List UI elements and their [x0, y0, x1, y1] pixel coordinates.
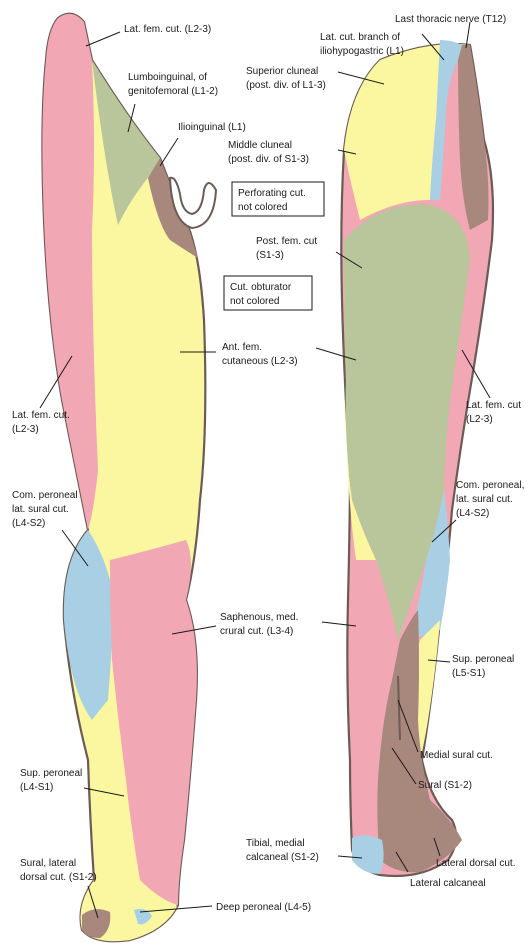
- lat-fem-cut-region: [42, 14, 98, 530]
- label-sural-right: Sural (S1-2): [418, 780, 472, 791]
- label-saphenous-1: Saphenous, med.: [220, 612, 298, 623]
- label-sup-peroneal-right-1: Sup. peroneal: [452, 654, 514, 665]
- label-sup-peroneal-left-1: Sup. peroneal: [20, 768, 82, 779]
- label-deep-peroneal: Deep peroneal (L4-5): [216, 902, 311, 913]
- label-ilioinguinal: Ilioinguinal (L1): [178, 122, 246, 133]
- label-com-peroneal-right-3: (L4-S2): [456, 508, 489, 519]
- label-lat-fem-right-2: (L2-3): [466, 414, 493, 425]
- tibial-calcaneal-region: [352, 835, 384, 874]
- label-sup-peroneal-right-2: (L5-S1): [452, 668, 485, 679]
- label-middle-cluneal-1: Middle cluneal: [228, 140, 292, 151]
- label-tibial-2: calcaneal (S1-2): [246, 852, 319, 863]
- label-medial-sural: Medial sural cut.: [420, 750, 493, 761]
- label-lat-fem-left-1: Lat. fem. cut.: [12, 410, 70, 421]
- label-ant-fem-2: cutaneous (L2-3): [222, 356, 298, 367]
- label-com-peroneal-left-2: lat. sural cut.: [12, 504, 69, 515]
- label-lat-fem-left-2: (L2-3): [12, 424, 39, 435]
- label-ant-fem-1: Ant. fem.: [222, 342, 262, 353]
- label-middle-cluneal-2: (post. div. of S1-3): [228, 154, 309, 165]
- label-lat-cut-branch-2: iliohypogastric (L1): [320, 46, 404, 57]
- label-superior-cluneal-1: Superior cluneal: [246, 66, 318, 77]
- label-sup-peroneal-left-2: (L4-S1): [20, 782, 53, 793]
- label-sural-lateral-1: Sural, lateral: [20, 858, 76, 869]
- label-com-peroneal-left-1: Com. peroneal: [12, 490, 78, 501]
- label-com-peroneal-right-1: Com. peroneal,: [456, 480, 524, 491]
- label-last-thoracic: Last thoracic nerve (T12): [395, 14, 506, 25]
- label-cut-obturator-1: Cut. obturator: [230, 282, 292, 293]
- label-lat-cut-branch-1: Lat. cut. branch of: [320, 32, 400, 43]
- anterior-leg: [42, 14, 216, 941]
- label-com-peroneal-right-2: lat. sural cut.: [456, 494, 513, 505]
- label-sural-lateral-2: dorsal cut. (S1-2): [20, 872, 97, 883]
- label-perforating-2: not colored: [238, 202, 287, 213]
- label-superior-cluneal-2: (post. div. of L1-3): [246, 80, 326, 91]
- label-com-peroneal-left-3: (L4-S2): [12, 518, 45, 529]
- label-lateral-dorsal: Lateral dorsal cut.: [436, 858, 516, 869]
- label-post-fem-2: (S1-3): [256, 250, 284, 261]
- label-lat-fem-right-1: Lat. fem. cut: [466, 400, 521, 411]
- label-lumboinguinal-2: genitofemoral (L1-2): [128, 86, 218, 97]
- label-perforating-1: Perforating cut.: [238, 188, 306, 199]
- label-post-fem-1: Post. fem. cut: [256, 236, 317, 247]
- label-saphenous-2: crural cut. (L3-4): [220, 626, 293, 637]
- label-lumboinguinal-1: Lumboinguinal, of: [128, 72, 207, 83]
- label-cut-obturator-2: not colored: [230, 296, 279, 307]
- label-lat-fem-cut-top: Lat. fem. cut. (L2-3): [124, 24, 211, 35]
- label-tibial-1: Tibial, medial: [246, 838, 305, 849]
- label-lateral-calcaneal: Lateral calcaneal: [410, 878, 486, 889]
